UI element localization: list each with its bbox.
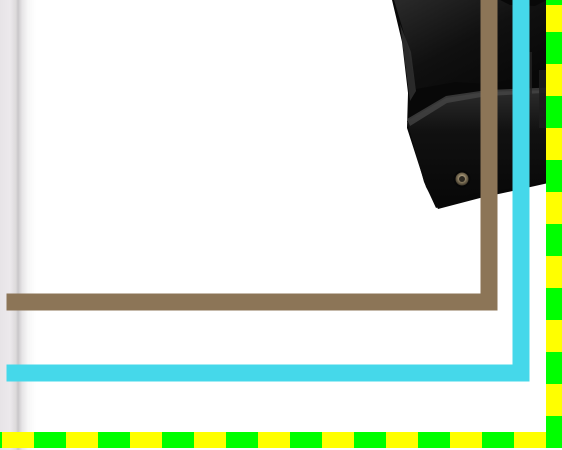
brown-wire [15,5,489,302]
cyan-wire [15,5,521,373]
